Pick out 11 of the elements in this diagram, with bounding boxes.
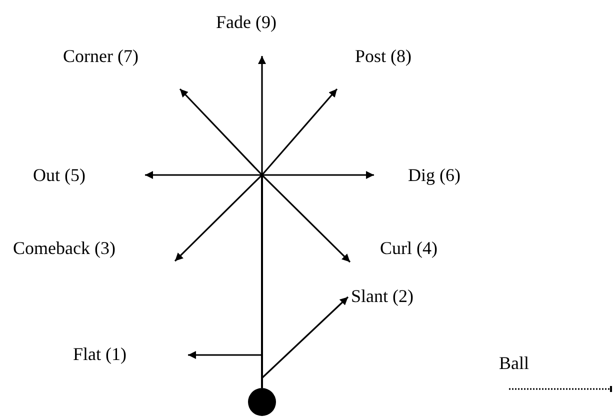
- route-label: Flat (1): [73, 343, 143, 367]
- route-label: Dig (6): [408, 164, 486, 188]
- route-label: Post (8): [355, 45, 435, 69]
- route-label: Corner (7): [63, 45, 169, 69]
- player-circle: [248, 388, 276, 416]
- route-label: Comeback (3): [13, 237, 155, 261]
- ball-label: Ball: [499, 352, 529, 374]
- route-label: Out (5): [33, 164, 111, 188]
- route-label: Curl (4): [380, 237, 464, 261]
- route-label: Fade (9): [216, 11, 298, 35]
- route-label: Slant (2): [351, 285, 437, 309]
